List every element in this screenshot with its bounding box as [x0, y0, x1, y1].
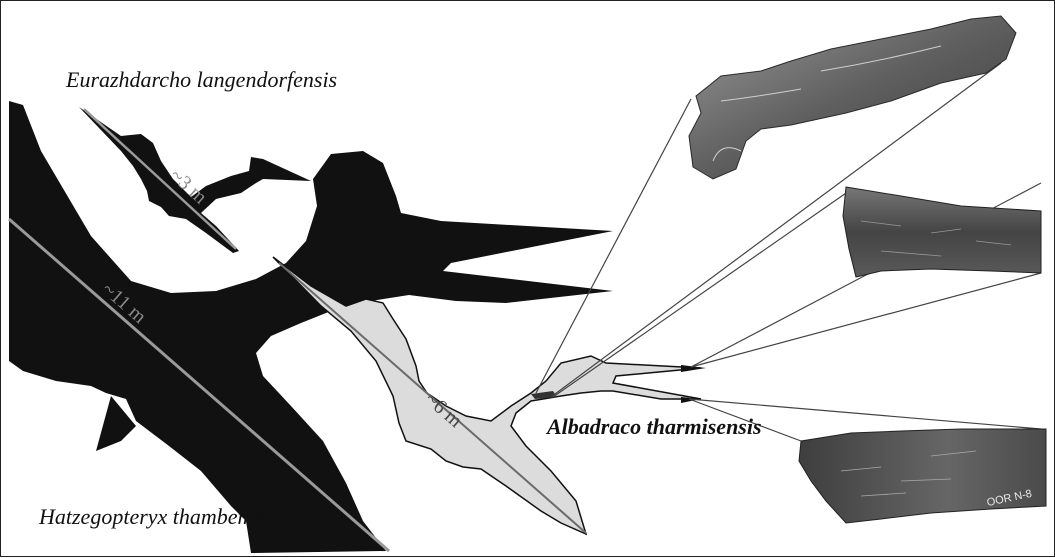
bone-photo-femur: [689, 16, 1016, 179]
bone-photo-fragment-upper: [843, 187, 1041, 277]
albadraco-label: Albadraco tharmisensis: [547, 414, 762, 440]
eurazhdarcho-label: Eurazhdarcho langendorfensis: [66, 67, 337, 93]
scale-bar-small: [84, 109, 236, 249]
bone-photo-fragment-lower: [799, 429, 1046, 523]
hatzegopteryx-label: Hatzegopteryx thambema: [39, 504, 264, 530]
